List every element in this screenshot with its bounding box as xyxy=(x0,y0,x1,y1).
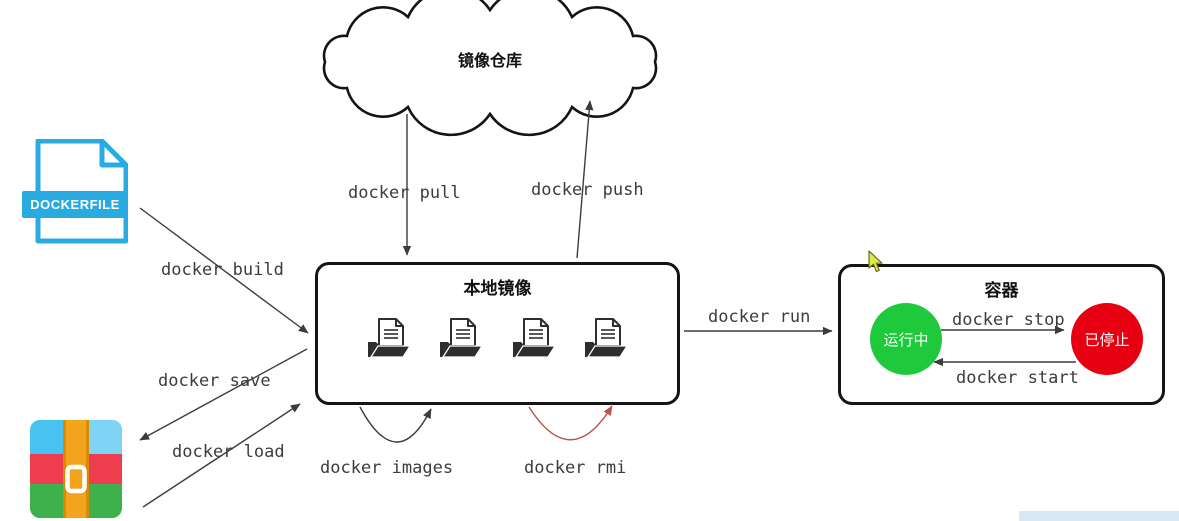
docker-images-label: docker images xyxy=(320,458,454,478)
image-file-icon xyxy=(368,318,412,358)
dockerfile-label: DOCKERFILE xyxy=(22,191,128,218)
docker-save-label: docker save xyxy=(158,371,271,391)
containers-box: 容器 运行中 已停止 xyxy=(838,264,1165,405)
docker-push-arrow xyxy=(576,100,594,259)
registry-cloud-shape xyxy=(322,0,658,137)
docker-pull-label: docker pull xyxy=(348,183,461,203)
docker-images-loop-arrow xyxy=(359,406,432,443)
docker-load-label: docker load xyxy=(172,442,285,462)
dockerfile-icon: DOCKERFILE xyxy=(22,138,129,246)
image-file-icon xyxy=(584,318,628,358)
mouse-cursor-icon xyxy=(868,250,883,273)
stopped-state-label: 已停止 xyxy=(1084,330,1130,349)
docker-rmi-label: docker rmi xyxy=(524,458,627,478)
docker-save-arrow xyxy=(139,348,308,441)
registry-label: 镜像仓库 xyxy=(457,51,522,70)
docker-build-arrow xyxy=(139,207,309,334)
running-state-circle: 运行中 xyxy=(870,303,942,375)
containers-title: 容器 xyxy=(984,281,1019,301)
running-state-label: 运行中 xyxy=(883,330,929,349)
docker-stop-label: docker stop xyxy=(952,310,1065,330)
docker-build-label: docker build xyxy=(161,260,284,280)
docker-start-label: docker start xyxy=(956,368,1079,388)
image-file-icon xyxy=(512,318,556,358)
local-images-box: 本地镜像 xyxy=(315,262,680,405)
stopped-state-circle: 已停止 xyxy=(1071,303,1143,375)
local-images-title: 本地镜像 xyxy=(463,279,532,299)
archive-file-icon xyxy=(30,420,122,518)
docker-run-label: docker run xyxy=(708,307,811,327)
docker-rmi-loop-arrow xyxy=(528,405,613,441)
local-images-icons xyxy=(318,317,677,359)
docker-push-label: docker push xyxy=(531,180,644,200)
image-file-icon xyxy=(440,318,484,358)
bottom-right-strip xyxy=(1019,511,1179,521)
docker-load-arrow xyxy=(142,403,301,508)
